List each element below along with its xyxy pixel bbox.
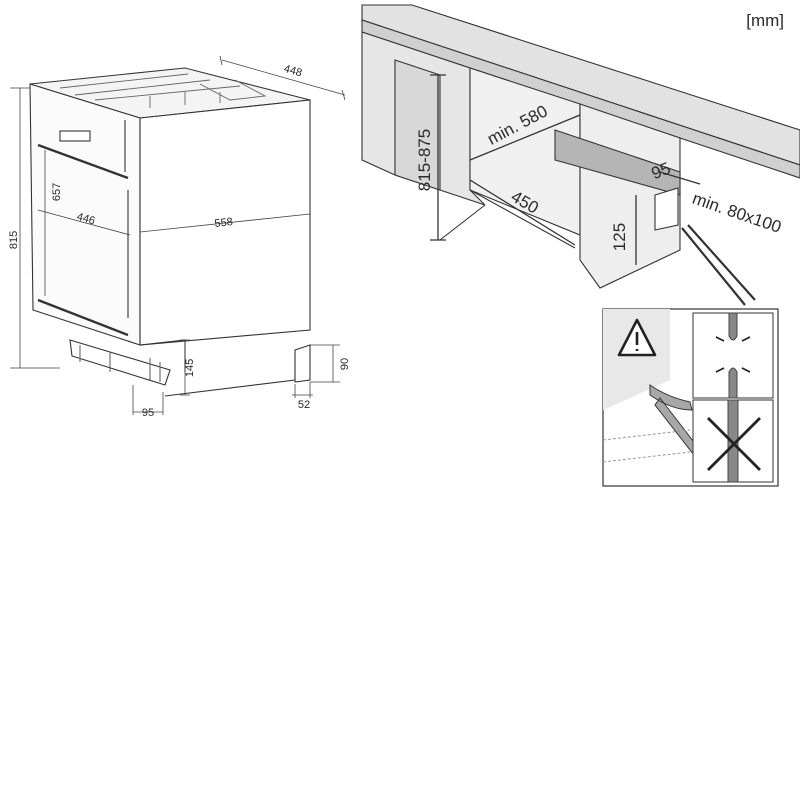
control-panel xyxy=(59,130,91,142)
pipe-channel xyxy=(554,129,681,196)
dim-450-line xyxy=(469,179,576,246)
label-558: 558 xyxy=(214,216,234,230)
hose-guide-lines xyxy=(681,224,756,306)
left-cabinet-recess xyxy=(394,59,441,191)
front-side-trim xyxy=(124,120,129,318)
detail-wall xyxy=(603,309,670,410)
dishwasher-front-rail xyxy=(37,143,129,337)
label-90: 90 xyxy=(339,358,351,370)
plinth xyxy=(69,339,186,386)
plinth-brackets xyxy=(79,345,161,382)
dim-95-line-right xyxy=(659,171,701,185)
label-95-left: 95 xyxy=(142,407,154,419)
floor-line xyxy=(164,379,296,397)
dim-90-line xyxy=(310,344,340,383)
label-657: 657 xyxy=(51,183,63,201)
label-815: 815 xyxy=(8,231,20,249)
niche-floor xyxy=(439,189,576,249)
dim-52-line xyxy=(292,382,313,398)
label-815-875: 815-875 xyxy=(415,129,434,191)
foot-profile xyxy=(294,344,311,383)
label-min-80x100: min. 80x100 xyxy=(690,189,784,237)
detail-floor xyxy=(602,429,691,463)
label-145: 145 xyxy=(184,359,196,377)
dishwasher-top-detail xyxy=(59,73,267,108)
pipe-opening xyxy=(654,187,679,231)
dishwasher-side-face xyxy=(139,99,311,346)
dim-95-line xyxy=(132,385,164,415)
squeeze-arrows xyxy=(715,336,751,373)
label-448: 448 xyxy=(282,63,303,80)
label-125: 125 xyxy=(610,223,629,251)
label-52: 52 xyxy=(298,399,310,411)
label-446: 446 xyxy=(75,211,96,228)
hose-detail-panel xyxy=(602,308,779,487)
worktop-front xyxy=(361,19,800,179)
worktop xyxy=(361,4,800,166)
dim-145-line xyxy=(180,339,190,396)
dim-446-line xyxy=(37,209,131,236)
dishwasher-drawing xyxy=(10,55,346,415)
hose-squeeze-icon xyxy=(728,312,738,399)
dim-558-line xyxy=(139,213,311,233)
dim-580-line xyxy=(469,114,581,161)
niche-drawing xyxy=(361,4,800,306)
dim-815-875-line xyxy=(430,74,446,241)
unit-label: [mm] xyxy=(746,11,784,30)
dim-815-line xyxy=(10,87,60,369)
dim-448-line xyxy=(219,55,346,101)
cross-icon xyxy=(707,417,761,471)
